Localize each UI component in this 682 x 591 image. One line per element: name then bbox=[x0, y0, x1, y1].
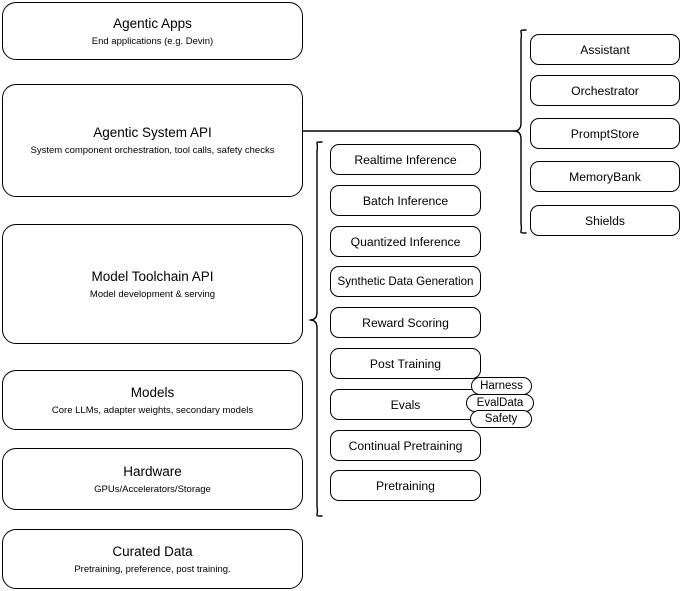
brace-toolchain-capabilities bbox=[309, 141, 323, 517]
capability-label: Synthetic Data Generation bbox=[337, 275, 474, 288]
capability-label: Continual Pretraining bbox=[348, 438, 463, 453]
component-box-promptstore[interactable]: PromptStore bbox=[530, 118, 680, 149]
capability-box-continual-pretraining[interactable]: Continual Pretraining bbox=[330, 430, 481, 461]
layer-subtitle: Model development & serving bbox=[89, 288, 216, 300]
capability-box-quantized-inference[interactable]: Quantized Inference bbox=[330, 226, 481, 257]
capability-box-synthetic-data-generation[interactable]: Synthetic Data Generation bbox=[330, 266, 481, 297]
layer-title: Curated Data bbox=[112, 543, 193, 559]
layer-box-curated-data[interactable]: Curated Data Pretraining, preference, po… bbox=[2, 529, 303, 589]
layer-box-hardware[interactable]: Hardware GPUs/Accelerators/Storage bbox=[2, 448, 303, 510]
evals-subitem-label: Harness bbox=[480, 380, 523, 392]
capability-box-realtime-inference[interactable]: Realtime Inference bbox=[330, 144, 481, 175]
capability-label: Realtime Inference bbox=[354, 152, 457, 167]
capability-box-reward-scoring[interactable]: Reward Scoring bbox=[330, 307, 481, 338]
evals-subitem-harness[interactable]: Harness bbox=[471, 377, 532, 395]
layer-box-models[interactable]: Models Core LLMs, adapter weights, secon… bbox=[2, 370, 303, 430]
layer-box-agentic-apps[interactable]: Agentic Apps End applications (e.g. Devi… bbox=[2, 2, 303, 60]
component-label: Orchestrator bbox=[571, 83, 639, 98]
capability-label: Batch Inference bbox=[362, 193, 449, 208]
evals-subitem-label: EvalData bbox=[476, 397, 524, 409]
evals-subitem-evaldata[interactable]: EvalData bbox=[466, 394, 534, 412]
evals-subitem-label: Safety bbox=[484, 413, 518, 425]
evals-subitem-safety[interactable]: Safety bbox=[470, 410, 532, 428]
component-label: PromptStore bbox=[570, 126, 640, 141]
layer-subtitle: Pretraining, preference, post training. bbox=[74, 563, 231, 575]
layer-title: Models bbox=[130, 384, 175, 400]
component-label: Shields bbox=[585, 213, 625, 228]
brace-system-components bbox=[513, 29, 527, 234]
layer-box-model-toolchain-api[interactable]: Model Toolchain API Model development & … bbox=[2, 224, 303, 344]
component-box-memorybank[interactable]: MemoryBank bbox=[530, 161, 680, 192]
layer-title: Agentic Apps bbox=[113, 15, 192, 31]
capability-box-post-training[interactable]: Post Training bbox=[330, 348, 481, 379]
component-label: MemoryBank bbox=[569, 169, 641, 184]
component-box-shields[interactable]: Shields bbox=[530, 205, 680, 236]
layer-subtitle: Core LLMs, adapter weights, secondary mo… bbox=[51, 404, 254, 416]
component-box-orchestrator[interactable]: Orchestrator bbox=[530, 75, 680, 106]
layer-title: Model Toolchain API bbox=[91, 268, 214, 284]
layer-title: Hardware bbox=[123, 463, 182, 479]
layer-title: Agentic System API bbox=[93, 125, 212, 140]
capability-box-pretraining[interactable]: Pretraining bbox=[330, 470, 481, 501]
layer-subtitle: System component orchestration, tool cal… bbox=[30, 145, 275, 156]
component-label: Assistant bbox=[580, 42, 630, 57]
layer-subtitle: GPUs/Accelerators/Storage bbox=[94, 483, 211, 495]
capability-label: Post Training bbox=[369, 356, 442, 371]
capability-label: Pretraining bbox=[376, 478, 435, 493]
component-box-assistant[interactable]: Assistant bbox=[530, 34, 680, 65]
capability-label: Evals bbox=[390, 397, 421, 412]
capability-label: Reward Scoring bbox=[362, 315, 449, 330]
layer-box-agentic-system-api[interactable]: Agentic System API System component orch… bbox=[2, 84, 303, 197]
capability-box-batch-inference[interactable]: Batch Inference bbox=[330, 185, 481, 216]
capability-label: Quantized Inference bbox=[350, 234, 461, 249]
layer-subtitle: End applications (e.g. Devin) bbox=[91, 35, 214, 47]
capability-box-evals[interactable]: Evals bbox=[330, 389, 481, 420]
